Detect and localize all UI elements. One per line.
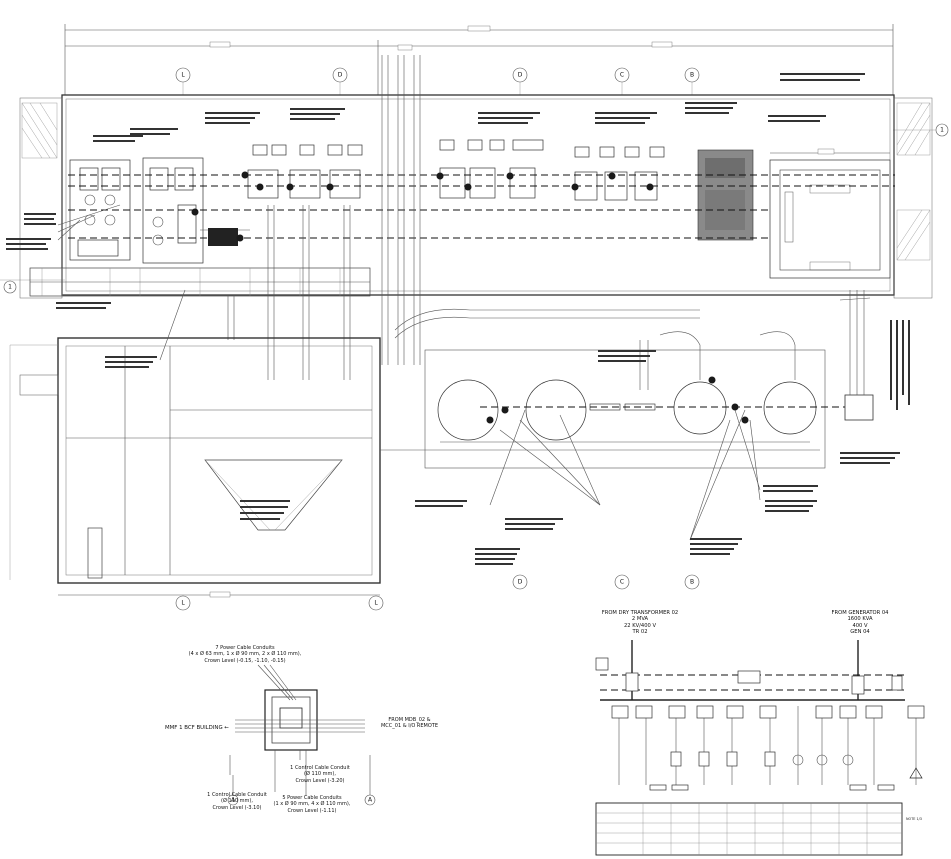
grid-bubble-bottom-4: C [620, 579, 624, 586]
grid-bubble-bottom-5: B [690, 579, 694, 586]
label-building-arrow: MMF 1 BCF BUILDING ← [165, 725, 229, 731]
grid-bubble-top-4: C [620, 72, 624, 79]
equipment-tags [191, 171, 749, 424]
annotation-noise [6, 73, 910, 565]
grid-bubble-top-2: D [338, 72, 343, 79]
mcc-panel-row [247, 139, 665, 201]
note-reference: NOTE 1/3 [906, 817, 922, 821]
single-line-diagram [595, 640, 925, 856]
label-dry-transformer: FROM DRY TRANSFORMER 02 2 MVA 22 KV/400 … [601, 610, 679, 635]
grid-bubbles-side: 1 1 [0, 123, 949, 294]
label-power-conduits: 7 Power Cable Conduits (4 x Ø 63 mm, 1 x… [188, 645, 302, 664]
grid-bubble-bottom-3: D [518, 579, 523, 586]
grid-bubbles-top: L D D C B [175, 67, 700, 95]
grid-bubbles-bottom: L L D C B [175, 574, 700, 611]
label-generator: FROM GENERATOR 04 1600 KVA 400 V GEN 04 [831, 610, 889, 635]
pump-station [394, 290, 874, 469]
callout-leaders [57, 204, 871, 541]
main-building-plan [19, 55, 933, 380]
basin-plan [9, 337, 820, 598]
grid-bubble-top-5: B [690, 72, 694, 79]
grid-bubble-side-right: 1 [940, 127, 944, 134]
top-dimension-lines [64, 24, 894, 95]
control-room [769, 159, 891, 279]
label-control-conduit-a: 1 Control Cable Conduit (Ø 110 mm), Crow… [207, 792, 267, 811]
section-mark-a-right: A [368, 797, 373, 804]
section-mark-a-left: A [231, 797, 236, 804]
grid-bubble-top-1: L [181, 72, 185, 79]
grid-bubble-bottom-1: L [181, 600, 185, 607]
label-from-mdb: FROM MDB_02 & MCC_01 & I/O REMOTE [380, 717, 439, 730]
grid-bubble-top-3: D [518, 72, 523, 79]
label-control-conduit-b: 1 Control Cable Conduit (Ø 110 mm), Crow… [290, 765, 350, 784]
grid-bubble-bottom-2: L [374, 600, 378, 607]
conduit-section-detail: A A [227, 664, 376, 806]
label-power-conduits-b: 5 Power Cable Conduits (1 x Ø 90 mm, 4 x… [273, 795, 351, 814]
grid-bubble-side-left: 1 [8, 284, 12, 291]
